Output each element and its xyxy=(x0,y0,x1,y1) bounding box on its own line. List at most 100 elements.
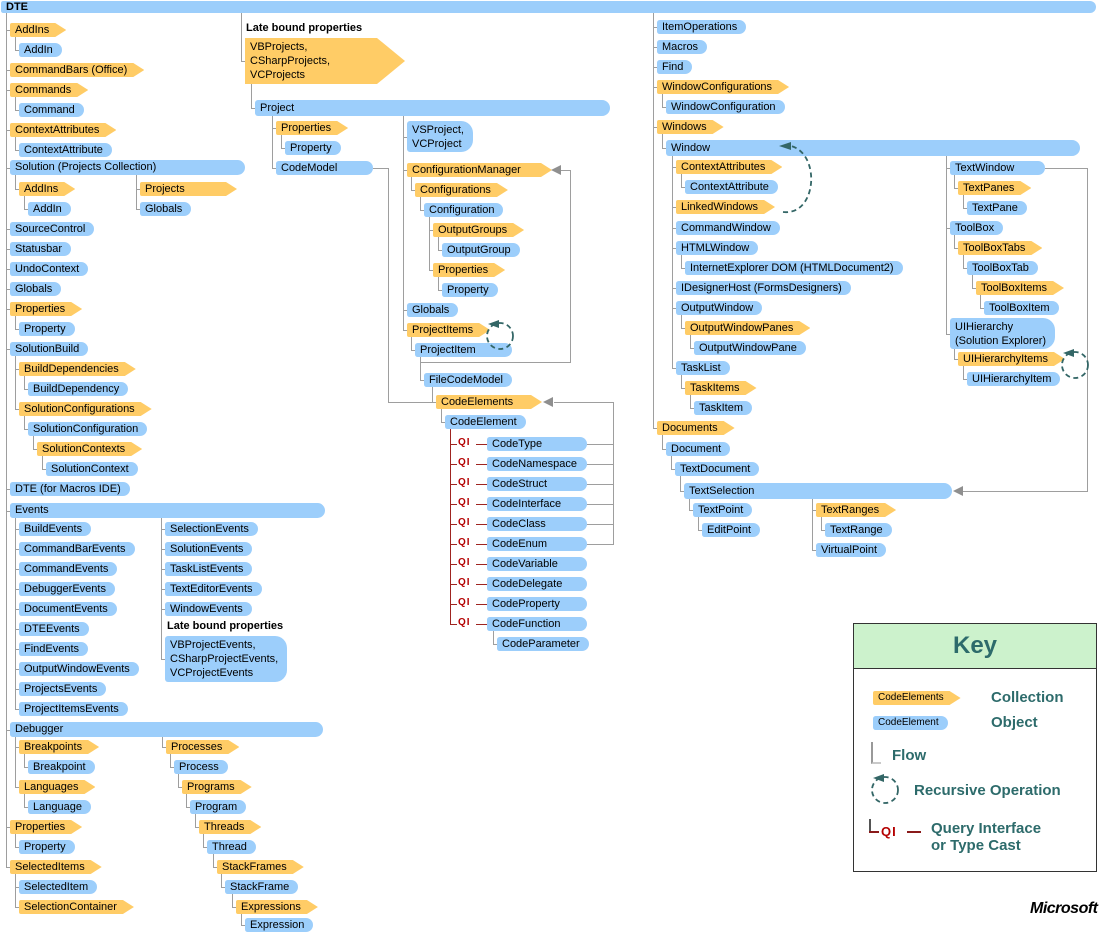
connector-line xyxy=(232,894,233,908)
connector-line xyxy=(420,210,424,211)
key-box: Key CodeElements Collection CodeElement … xyxy=(853,623,1097,872)
node-outputgroups: OutputGroups xyxy=(433,223,524,237)
qi-line xyxy=(450,604,457,605)
node-codestruct: CodeStruct xyxy=(487,477,587,491)
connector-line xyxy=(24,429,28,430)
node-codeinterface: CodeInterface xyxy=(487,497,587,511)
qi-icon xyxy=(869,819,871,831)
connector-line xyxy=(24,807,28,808)
connector-line xyxy=(162,747,166,748)
node-commandbars: CommandBars (Office) xyxy=(10,63,144,77)
node-windowevents: WindowEvents xyxy=(165,602,252,616)
connector-line xyxy=(15,97,16,111)
qi-symbol: QI xyxy=(458,437,471,448)
connector-line xyxy=(653,27,657,28)
node-commands: Commands xyxy=(10,83,88,97)
late-bound-properties-heading: Late bound properties xyxy=(246,22,363,34)
connector-line xyxy=(203,847,207,848)
node-processes: Processes xyxy=(166,740,239,754)
node-stackframe: StackFrame xyxy=(225,880,299,894)
flow-line xyxy=(1045,168,1088,169)
node-windows: Windows xyxy=(657,120,724,134)
node-codeelement: CodeElement xyxy=(445,415,526,429)
node-outputwindow: OutputWindow xyxy=(676,301,763,315)
qi-symbol: QI xyxy=(458,597,471,608)
node-toolboxtabs: ToolBoxTabs xyxy=(958,241,1042,255)
connector-line xyxy=(681,375,682,389)
node-sourcecontrol: SourceControl xyxy=(10,222,95,236)
node-statusbar: Statusbar xyxy=(10,242,72,256)
node-addins1: AddIns xyxy=(10,23,66,37)
node-documents: Documents xyxy=(657,421,735,435)
node-builddeps: BuildDependencies xyxy=(19,362,136,376)
connector-line xyxy=(6,730,10,731)
connector-line xyxy=(681,388,685,389)
node-process: Process xyxy=(174,760,228,774)
node-textpanes: TextPanes xyxy=(958,181,1031,195)
node-pglobals: Globals xyxy=(407,303,459,317)
node-selectioncontainer: SelectionContainer xyxy=(19,900,134,914)
node-window: Window xyxy=(666,140,1080,156)
key-body: CodeElements Collection CodeElement Obje… xyxy=(854,669,1096,872)
flow-line xyxy=(570,170,571,363)
connector-line xyxy=(15,329,19,330)
node-uihierarchy: UIHierarchy (Solution Explorer) xyxy=(950,318,1056,349)
connector-line xyxy=(671,469,675,470)
connector-line xyxy=(272,116,273,169)
recursive-operation-icon xyxy=(486,320,514,350)
node-globals: Globals xyxy=(10,282,62,296)
connector-line xyxy=(221,887,225,888)
flow-line xyxy=(373,168,389,169)
connector-line xyxy=(662,148,666,149)
node-dtemacros: DTE (for Macros IDE) xyxy=(10,482,130,496)
node-saddins: AddIns xyxy=(19,182,75,196)
connector-line xyxy=(672,368,676,369)
node-textranges: TextRanges xyxy=(816,503,896,517)
connector-line xyxy=(213,867,217,868)
qi-line xyxy=(450,584,457,585)
flow-line xyxy=(963,491,1088,492)
node-codeparameter: CodeParameter xyxy=(497,637,589,651)
node-builddep: BuildDependency xyxy=(28,382,129,396)
node-codedelegate: CodeDelegate xyxy=(487,577,587,591)
connector-line xyxy=(281,135,282,149)
node-cproperties: Properties xyxy=(433,263,505,277)
connector-line xyxy=(662,107,666,108)
node-property1: Property xyxy=(19,322,75,336)
connector-line xyxy=(980,295,981,309)
node-itemops: ItemOperations xyxy=(657,20,747,34)
connector-line xyxy=(24,209,28,210)
late-bound-properties-heading: Late bound properties xyxy=(167,620,284,632)
qi-symbol: QI xyxy=(458,457,471,468)
node-solnctxs: SolutionContexts xyxy=(37,442,142,456)
key-title: Key xyxy=(854,624,1096,669)
connector-line xyxy=(15,189,19,190)
connector-line xyxy=(429,270,433,271)
connector-line xyxy=(662,134,663,149)
qi-line xyxy=(476,444,487,445)
connector-line xyxy=(403,170,407,171)
flow-line xyxy=(587,464,613,465)
connector-line xyxy=(33,436,34,450)
connector-line xyxy=(272,128,276,129)
connector-line xyxy=(680,491,684,492)
qi-line xyxy=(476,604,487,605)
node-language: Language xyxy=(28,800,91,814)
connector-line xyxy=(698,517,699,531)
connector-line xyxy=(403,310,407,311)
recursive-operation-icon xyxy=(779,142,812,213)
node-expression: Expression xyxy=(245,918,314,932)
node-vbprojects: VBProjects, CSharpProjects, VCProjects xyxy=(245,38,405,84)
connector-line xyxy=(653,67,657,68)
node-programs: Programs xyxy=(182,780,252,794)
connector-line xyxy=(241,61,245,62)
connector-line xyxy=(672,228,676,229)
node-macros: Macros xyxy=(657,40,708,54)
connector-line xyxy=(203,834,204,848)
node-events: Events xyxy=(10,503,325,518)
connector-line xyxy=(653,87,657,88)
qi-line xyxy=(450,624,457,625)
qi-line xyxy=(476,504,487,505)
connector-line xyxy=(251,84,252,109)
connector-line xyxy=(15,50,19,51)
